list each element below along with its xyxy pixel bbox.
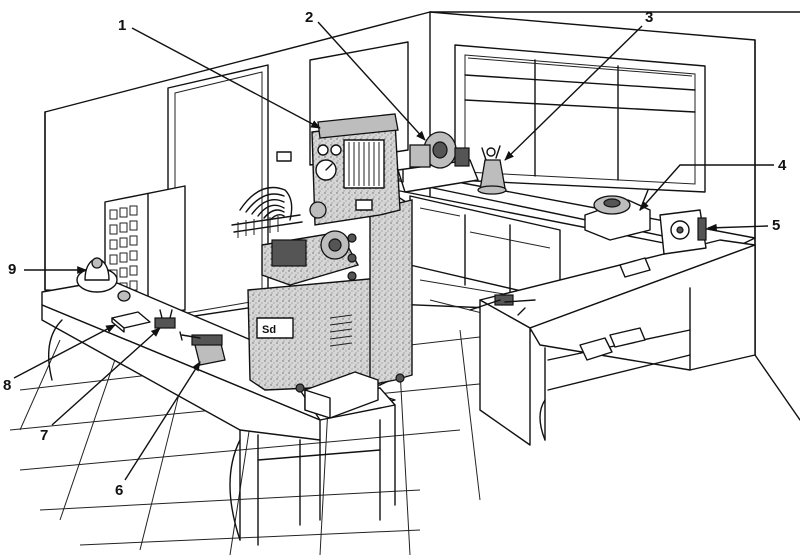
bench-tool-unit <box>584 189 651 241</box>
svg-text:6: 6 <box>115 482 123 499</box>
callout-1: 1 <box>118 17 321 129</box>
callout-7: 7 <box>40 327 161 444</box>
right-window <box>454 44 706 193</box>
bench-vise <box>179 331 226 366</box>
svg-text:5: 5 <box>772 217 780 234</box>
bench-parts <box>469 257 651 361</box>
injector-pipe-rack <box>231 186 303 238</box>
callout-3: 3 <box>504 9 653 161</box>
small-fixture <box>154 309 176 329</box>
svg-text:7: 7 <box>40 427 48 444</box>
svg-text:9: 9 <box>8 261 16 278</box>
callout-4: 4 <box>639 157 787 211</box>
callout-5: 5 <box>707 217 780 234</box>
callout-8: 8 <box>3 324 116 394</box>
injection-pump-test-stand: Sd <box>231 113 413 393</box>
tester-box <box>659 209 707 255</box>
nozzle-tester <box>477 145 507 195</box>
svg-text:1: 1 <box>118 17 126 34</box>
wall-switch <box>276 151 292 162</box>
bench-block <box>304 371 379 419</box>
right-bench <box>479 239 756 446</box>
grinder-unit <box>397 131 479 193</box>
callout-2: 2 <box>305 9 426 141</box>
tool-tray <box>111 311 151 333</box>
svg-text:2: 2 <box>305 9 313 26</box>
svg-text:8: 8 <box>3 377 11 394</box>
machine-plate-text: Sd <box>262 324 276 336</box>
callout-9: 9 <box>8 261 87 278</box>
svg-text:4: 4 <box>778 157 787 174</box>
svg-text:3: 3 <box>645 9 653 26</box>
callout-6: 6 <box>115 361 201 499</box>
